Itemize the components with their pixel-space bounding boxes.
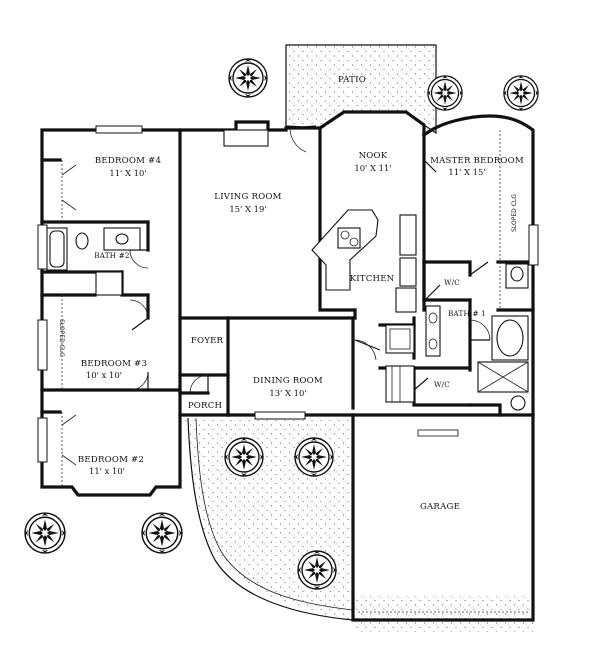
tree-icon: [224, 437, 264, 477]
windows: [37, 125, 539, 463]
master-bedroom-label: MASTER BEDROOM: [430, 156, 524, 166]
bath1-label: BATH # 1: [448, 309, 486, 318]
tree-icon: [228, 58, 268, 98]
patio-label: PATIO: [338, 75, 366, 85]
foyer-label: FOYER: [191, 336, 224, 346]
bedroom3-label: BEDROOM #3: [81, 359, 147, 369]
driveway-edge: [187, 417, 354, 621]
room-labels: PATIO NOOK 10' X 11' MASTER BEDROOM 11' …: [58, 75, 524, 512]
bedroom4-size: 11' X 10': [109, 168, 146, 178]
bath2-label: BATH #2: [94, 251, 129, 260]
bedroom2-size: 11' x 10': [89, 466, 125, 476]
tree-icon: [503, 75, 539, 111]
kitchen-label: KITCHEN: [350, 274, 395, 284]
bedroom2-label: BEDROOM #2: [78, 455, 144, 465]
nook-size: 10' X 11': [354, 163, 391, 173]
bath2-fixtures: [46, 227, 141, 271]
porch-label: PORCH: [188, 401, 223, 411]
tree-icon: [294, 437, 334, 477]
sloped-clg-left-label: SLOPED CLG: [58, 319, 65, 357]
tree-icon: [427, 75, 463, 111]
garage-apron: [353, 596, 533, 632]
nook-label: NOOK: [359, 151, 388, 161]
tree-icon: [24, 512, 66, 554]
sidewalk-edge: [195, 417, 354, 611]
closets: [61, 130, 501, 487]
living-room-size: 15' X 19': [229, 204, 266, 214]
tree-icon: [141, 512, 183, 554]
fireplace: [223, 121, 269, 147]
tree-icon: [297, 550, 337, 590]
master-bedroom-size: 11' X 15': [448, 167, 485, 177]
wic-upper-label: W/C: [444, 278, 460, 287]
dining-room-label: DINING ROOM: [253, 376, 323, 386]
garage-label: GARAGE: [420, 502, 460, 512]
patio-area: [285, 44, 437, 135]
interior-walls: [40, 126, 535, 417]
kitchen-fixtures: [311, 209, 417, 354]
bedroom4-label: BEDROOM #4: [95, 156, 162, 166]
bedroom3-size: 10' x 10': [86, 370, 122, 380]
dining-room-size: 13' X 10': [269, 388, 306, 398]
sloped-clg-right-label: SLOPED CLG: [511, 194, 518, 232]
bath1-fixtures: [385, 263, 529, 411]
living-room-label: LIVING ROOM: [214, 192, 281, 202]
wic-lower-label: W/C: [434, 380, 450, 389]
